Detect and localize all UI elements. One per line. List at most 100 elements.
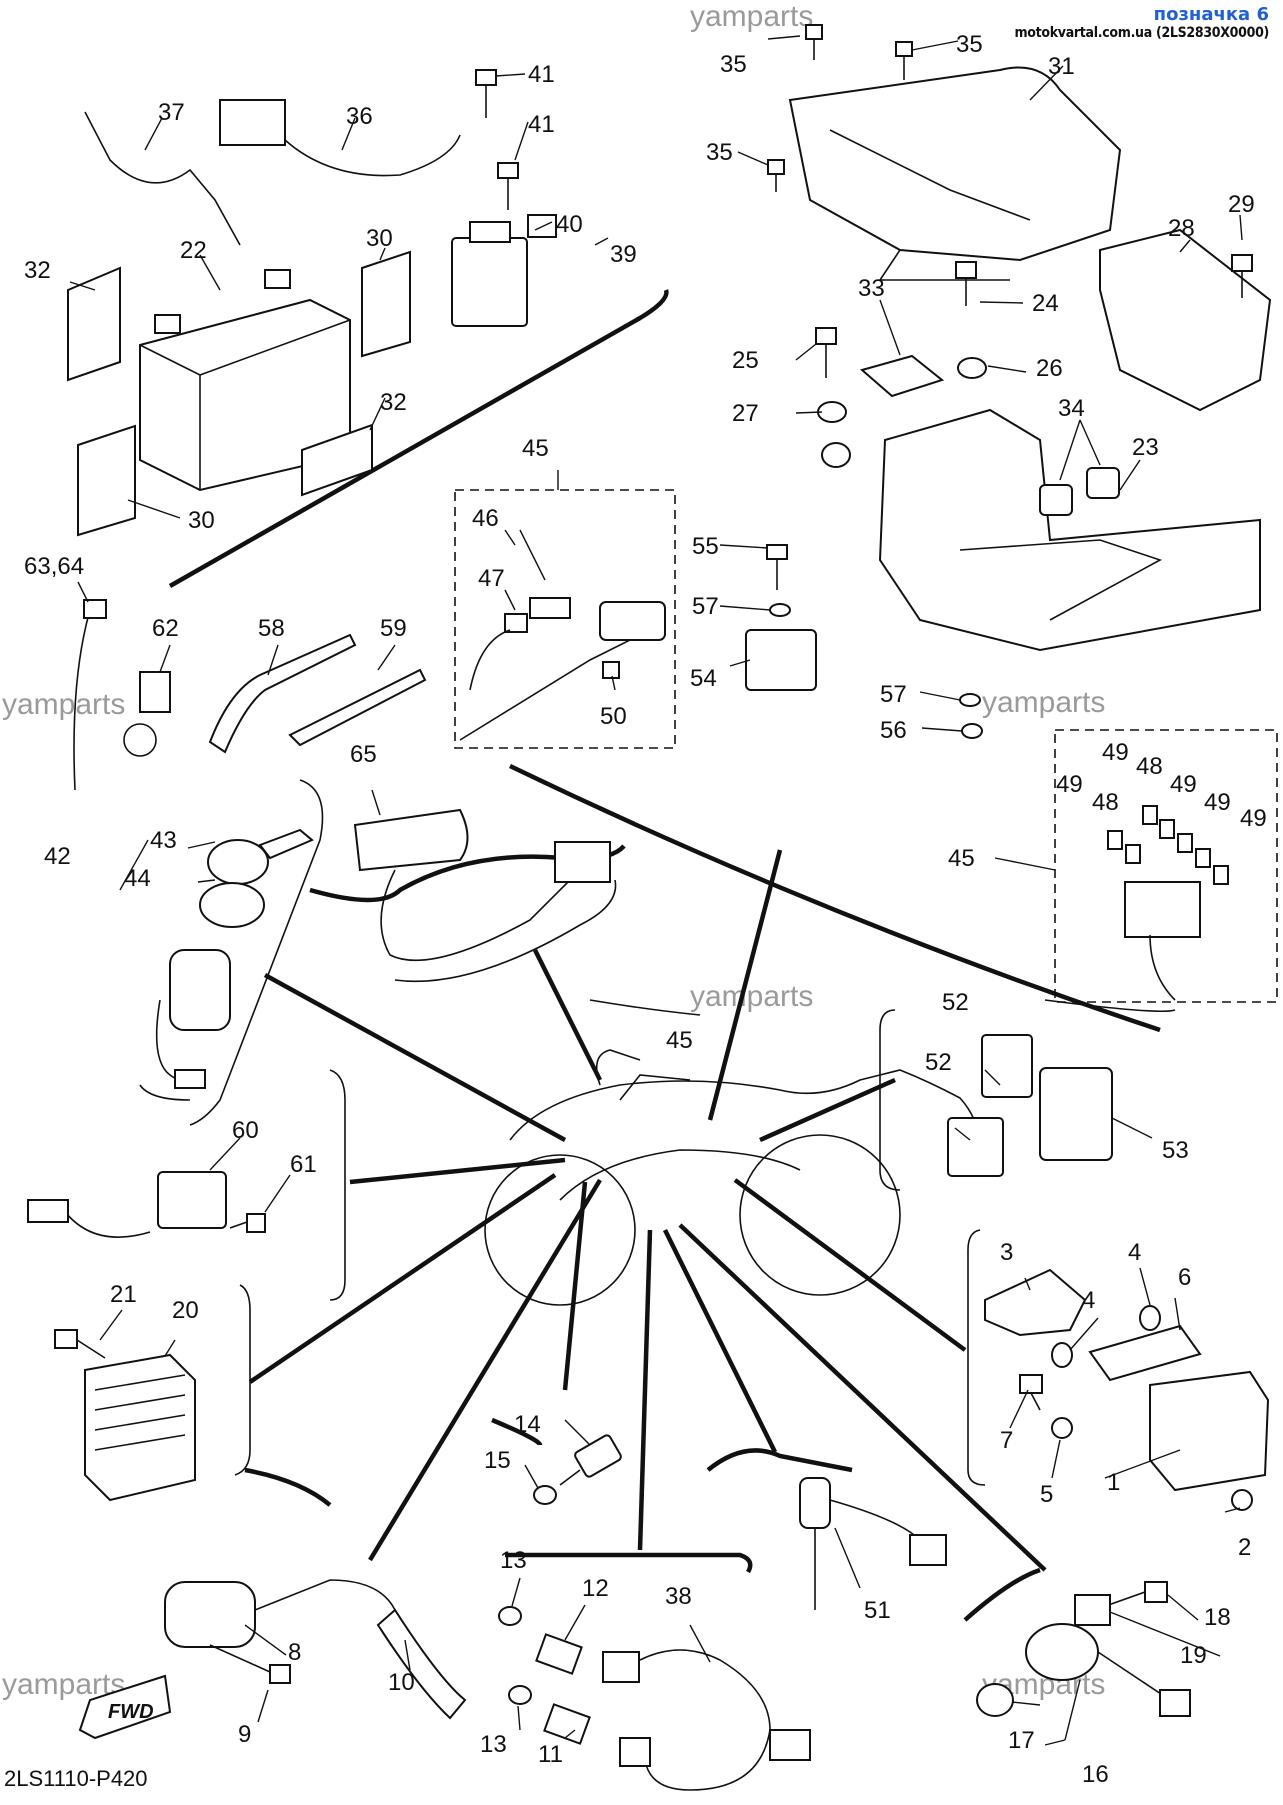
callout-34[interactable]: 34 [1058, 395, 1085, 422]
fuse-box[interactable] [1124, 881, 1201, 1001]
cdi-bracket-part[interactable] [984, 1268, 1202, 1382]
callout-17[interactable]: 17 [1008, 1727, 1035, 1754]
bolt[interactable] [209, 1644, 291, 1684]
callout-54[interactable]: 54 [690, 665, 717, 692]
fuse[interactable] [1125, 844, 1141, 864]
bolt[interactable] [766, 544, 788, 590]
fuse[interactable] [1107, 830, 1123, 850]
callout-27[interactable]: 27 [732, 400, 759, 427]
gasket[interactable] [498, 1606, 522, 1626]
callout-53[interactable]: 53 [1162, 1137, 1189, 1164]
callout-63-64[interactable]: 63,64 [24, 553, 84, 580]
stop-switch[interactable] [799, 1477, 947, 1610]
callout-25[interactable]: 25 [732, 347, 759, 374]
callout-49[interactable]: 49 [1204, 789, 1231, 816]
bolt[interactable] [54, 1329, 106, 1359]
rectifier-regulator[interactable] [84, 1353, 196, 1502]
lead-wire[interactable] [602, 1649, 811, 1791]
fuse[interactable] [1177, 833, 1193, 853]
callout-18[interactable]: 18 [1204, 1604, 1231, 1631]
screw[interactable] [1231, 1489, 1253, 1511]
callout-21[interactable]: 21 [110, 1281, 137, 1308]
callout-2[interactable]: 2 [1238, 1534, 1251, 1561]
callout-57[interactable]: 57 [880, 681, 907, 708]
callout-40[interactable]: 40 [556, 211, 583, 238]
battery-pad[interactable] [301, 423, 373, 497]
callout-7[interactable]: 7 [1000, 1427, 1013, 1454]
relay[interactable] [981, 1034, 1033, 1098]
speed-sensor[interactable] [1025, 1623, 1191, 1717]
callout-49[interactable]: 49 [1056, 771, 1083, 798]
callout-65[interactable]: 65 [350, 741, 377, 768]
callout-37[interactable]: 37 [158, 99, 185, 126]
callout-61[interactable]: 61 [290, 1151, 317, 1178]
callout-43[interactable]: 43 [150, 827, 177, 854]
callout-6[interactable]: 6 [1178, 1264, 1191, 1291]
callout-32[interactable]: 32 [24, 257, 51, 284]
callout-50[interactable]: 50 [600, 703, 627, 730]
callout-62[interactable]: 62 [152, 615, 179, 642]
wire-harness[interactable] [459, 597, 666, 741]
callout-41[interactable]: 41 [528, 61, 555, 88]
bolt[interactable] [497, 162, 519, 210]
callout-38[interactable]: 38 [665, 1583, 692, 1610]
callout-24[interactable]: 24 [1032, 290, 1059, 317]
cable-tie[interactable] [73, 609, 91, 791]
callout-30[interactable]: 30 [188, 507, 215, 534]
damper[interactable] [1051, 1342, 1073, 1368]
fuse[interactable] [1142, 805, 1158, 825]
callout-28[interactable]: 28 [1168, 215, 1195, 242]
cable-connector[interactable] [219, 99, 286, 146]
cdi-unit[interactable] [1149, 1370, 1270, 1492]
callout-26[interactable]: 26 [1036, 355, 1063, 382]
callout-14[interactable]: 14 [514, 1411, 541, 1438]
starter-relay[interactable] [451, 214, 557, 327]
nut[interactable] [961, 723, 983, 739]
callout-12[interactable]: 12 [582, 1575, 609, 1602]
callout-30[interactable]: 30 [366, 225, 393, 252]
bolt[interactable] [955, 261, 977, 306]
relay-unit[interactable] [1039, 1067, 1113, 1161]
neutral-switch[interactable] [535, 1633, 583, 1675]
header-title[interactable]: позначка 6 [1153, 4, 1269, 25]
fuse[interactable] [1195, 848, 1211, 868]
callout-56[interactable]: 56 [880, 717, 907, 744]
grommet[interactable] [821, 442, 851, 468]
callout-49[interactable]: 49 [1240, 805, 1267, 832]
sidestand-switch[interactable] [27, 1171, 227, 1238]
callout-15[interactable]: 15 [484, 1447, 511, 1474]
bolt[interactable] [815, 327, 837, 378]
bolt[interactable] [767, 159, 785, 192]
callout-20[interactable]: 20 [172, 1297, 199, 1324]
callout-35[interactable]: 35 [720, 51, 747, 78]
callout-16[interactable]: 16 [1082, 1761, 1109, 1788]
callout-59[interactable]: 59 [380, 615, 407, 642]
relay[interactable] [947, 1117, 1004, 1177]
tail-light[interactable] [353, 808, 611, 962]
callout-31[interactable]: 31 [1048, 53, 1075, 80]
callout-33[interactable]: 33 [858, 275, 885, 302]
sensor-clamp[interactable] [1074, 1594, 1111, 1626]
callout-55[interactable]: 55 [692, 533, 719, 560]
negative-cable[interactable] [84, 111, 241, 246]
callout-45[interactable]: 45 [666, 1027, 693, 1054]
callout-5[interactable]: 5 [1040, 1481, 1053, 1508]
main-switch[interactable] [155, 828, 314, 1089]
callout-48[interactable]: 48 [1136, 753, 1163, 780]
gasket[interactable] [533, 1485, 557, 1505]
callout-13[interactable]: 13 [500, 1547, 527, 1574]
callout-47[interactable]: 47 [478, 565, 505, 592]
callout-51[interactable]: 51 [864, 1597, 891, 1624]
damper[interactable] [1086, 467, 1120, 499]
battery-pad[interactable] [77, 424, 136, 537]
callout-57[interactable]: 57 [692, 593, 719, 620]
bolt[interactable] [1019, 1374, 1043, 1411]
battery-band[interactable] [1099, 228, 1272, 412]
callout-46[interactable]: 46 [472, 505, 499, 532]
callout-10[interactable]: 10 [388, 1669, 415, 1696]
callout-39[interactable]: 39 [610, 241, 637, 268]
fuse[interactable] [1213, 865, 1229, 885]
callout-52[interactable]: 52 [925, 1049, 952, 1076]
callout-48[interactable]: 48 [1092, 789, 1119, 816]
fuse[interactable] [1159, 819, 1175, 839]
